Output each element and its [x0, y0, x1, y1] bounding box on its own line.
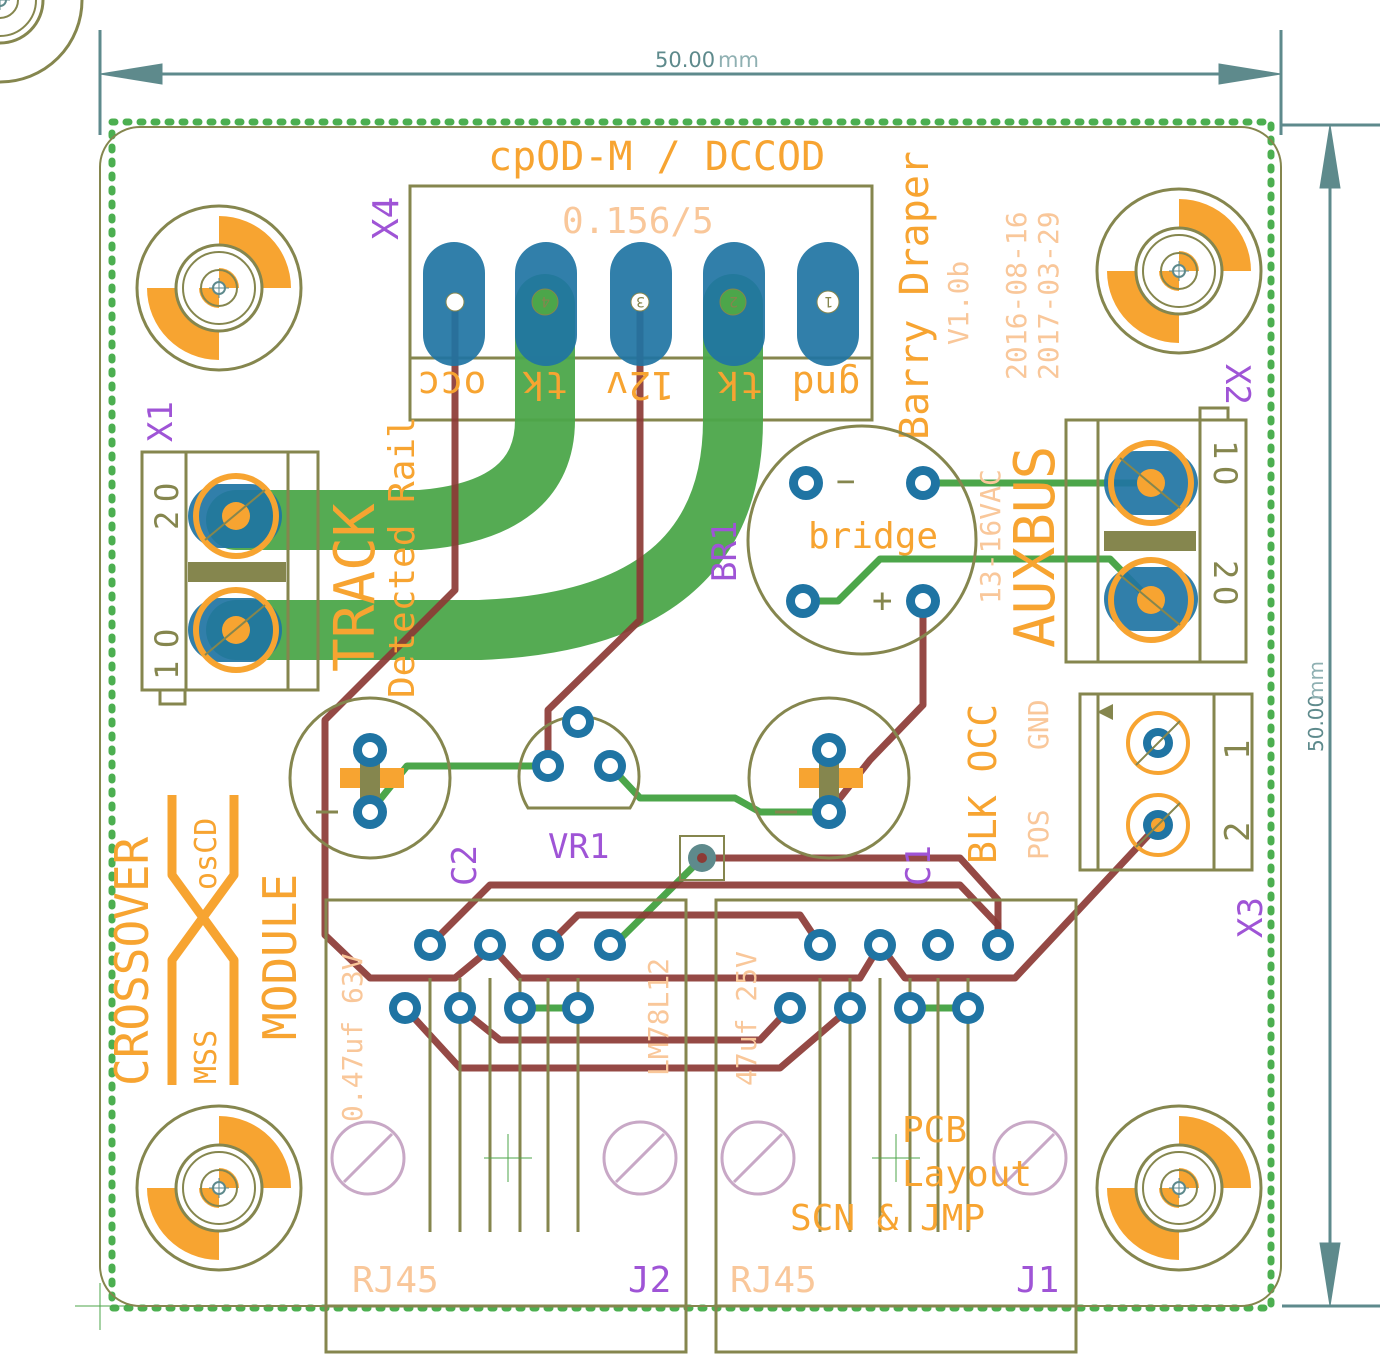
dim-top-value: 50.00 — [655, 48, 715, 72]
x4-label-tk-b: tk — [717, 363, 763, 407]
x4-label-gnd: gnd — [792, 363, 861, 407]
j1-rj45 — [714, 898, 1078, 1354]
pcb-note-line2: Layout — [902, 1154, 1032, 1195]
bridge-value: bridge — [808, 516, 938, 557]
x1-designator: X1 — [141, 401, 181, 442]
dimension-top — [98, 30, 1283, 135]
x1-pin-labels: 2 O 1 O — [148, 483, 186, 680]
x4-pin-number-2: 2 — [729, 293, 738, 309]
dim-right-unit: mm — [1304, 661, 1328, 700]
mounting-holes — [0, 0, 84, 84]
x4-label-tk-a: tk — [522, 363, 568, 407]
x2-pin-2: 2 — [1206, 560, 1244, 579]
auxbus-voltage: 13-16VAC — [974, 469, 1007, 604]
detected-rail-label: Detected Rail — [382, 416, 423, 698]
x2-pads — [1104, 440, 1198, 643]
logo-x-icon — [167, 795, 239, 1085]
x4-pin-labels: occ tk 12v tk gnd — [418, 363, 861, 407]
x4-pin-numbers: 4 3 2 1 — [541, 293, 833, 309]
crossover-logo: CROSSOVER MODULE osCD MSS — [105, 795, 307, 1086]
x4-pin-number-4: 4 — [541, 293, 550, 309]
x4-pin-number-1: 1 — [824, 293, 833, 309]
vr1-value: LM78L12 — [642, 958, 675, 1076]
track-label: TRACK — [323, 503, 388, 672]
x4-value: 0.156/5 — [562, 201, 714, 242]
dim-top-unit: mm — [718, 48, 759, 72]
x3-label-pos: POS — [1022, 809, 1055, 860]
via-frame — [679, 835, 725, 881]
bridge-minus: − — [836, 462, 855, 500]
dim-right-value: 50.00 — [1304, 695, 1328, 752]
author-name: Barry Draper — [892, 151, 938, 440]
x4-pin-number-3: 3 — [636, 293, 645, 309]
dimension-right — [1282, 123, 1380, 1308]
j1-value: RJ45 — [730, 1260, 817, 1301]
x2-pin-1: 1 — [1206, 440, 1244, 459]
author-version: V1.0b — [942, 261, 975, 345]
c1-value: 47uf 25V — [730, 951, 763, 1086]
x2-designator: X2 — [1217, 364, 1257, 405]
vr1-regulator — [517, 706, 641, 810]
c2-value: 0.47uf 63V — [336, 953, 369, 1122]
x1-pads — [188, 473, 282, 673]
logo-module: MODULE — [253, 874, 307, 1040]
x4-designator: X4 — [366, 197, 407, 240]
pcb-note-line3: SCN & JMP — [790, 1198, 985, 1239]
j1-designator: J1 — [1016, 1260, 1059, 1301]
c2-designator: C2 — [445, 845, 485, 886]
x2-terminal — [1064, 406, 1248, 664]
x2-pin-2-mark: O — [1206, 586, 1244, 605]
x1-pin-2: 2 — [148, 511, 186, 530]
rj45-pads — [389, 929, 1014, 1024]
c1-designator: C1 — [899, 845, 939, 886]
bridge-pads — [786, 466, 940, 618]
c2-capacitor — [288, 696, 452, 860]
x4-pads — [423, 242, 859, 366]
x3-pin-1: 1 — [1218, 740, 1258, 760]
auxbus-label: AUXBUS — [1003, 446, 1068, 648]
x4-label-12v: 12v — [606, 363, 675, 407]
mounting-hole — [0, 0, 84, 84]
x3-terminal — [1078, 692, 1254, 872]
x2-pin-1-mark: O — [1206, 466, 1244, 485]
x1-pin-2-mark: O — [148, 483, 186, 502]
logo-top-text: osCD — [189, 818, 224, 890]
logo-crossover: CROSSOVER — [105, 836, 159, 1086]
board-outline — [99, 126, 1282, 1307]
x3-label-gnd: GND — [1022, 699, 1055, 750]
j2-designator: J2 — [628, 1260, 671, 1301]
blk-occ-label: BLK OCC — [961, 704, 1005, 864]
x3-pin-numbers: 1 2 — [1218, 740, 1258, 842]
pcb-note-line1: PCB — [902, 1110, 967, 1151]
c1-capacitor — [747, 696, 911, 860]
board-title: cpOD-M / DCCOD — [488, 134, 825, 180]
vr1-designator: VR1 — [548, 827, 609, 867]
bridge-designator: BR1 — [705, 521, 745, 582]
bridge-plus: + — [872, 581, 892, 621]
x2-pin-labels: 1 O 2 O — [1206, 440, 1244, 605]
x3-pads — [1126, 711, 1190, 857]
x1-pin-1: 1 — [148, 661, 186, 680]
board-keepout-dotted — [108, 118, 1275, 1312]
x1-terminal — [140, 450, 320, 706]
author-date1: 2016-08-16 — [1000, 211, 1033, 380]
j2-value: RJ45 — [352, 1260, 439, 1301]
bridge-outline — [746, 424, 978, 656]
x4-label-occ: occ — [418, 363, 487, 407]
logo-bottom-text: MSS — [189, 1030, 224, 1084]
author-date2: 2017-03-29 — [1032, 211, 1065, 380]
rj45-holes — [330, 1120, 1068, 1196]
x3-designator: X3 — [1231, 897, 1271, 938]
x1-pin-1-mark: O — [148, 629, 186, 648]
x3-pin-2: 2 — [1218, 822, 1258, 842]
